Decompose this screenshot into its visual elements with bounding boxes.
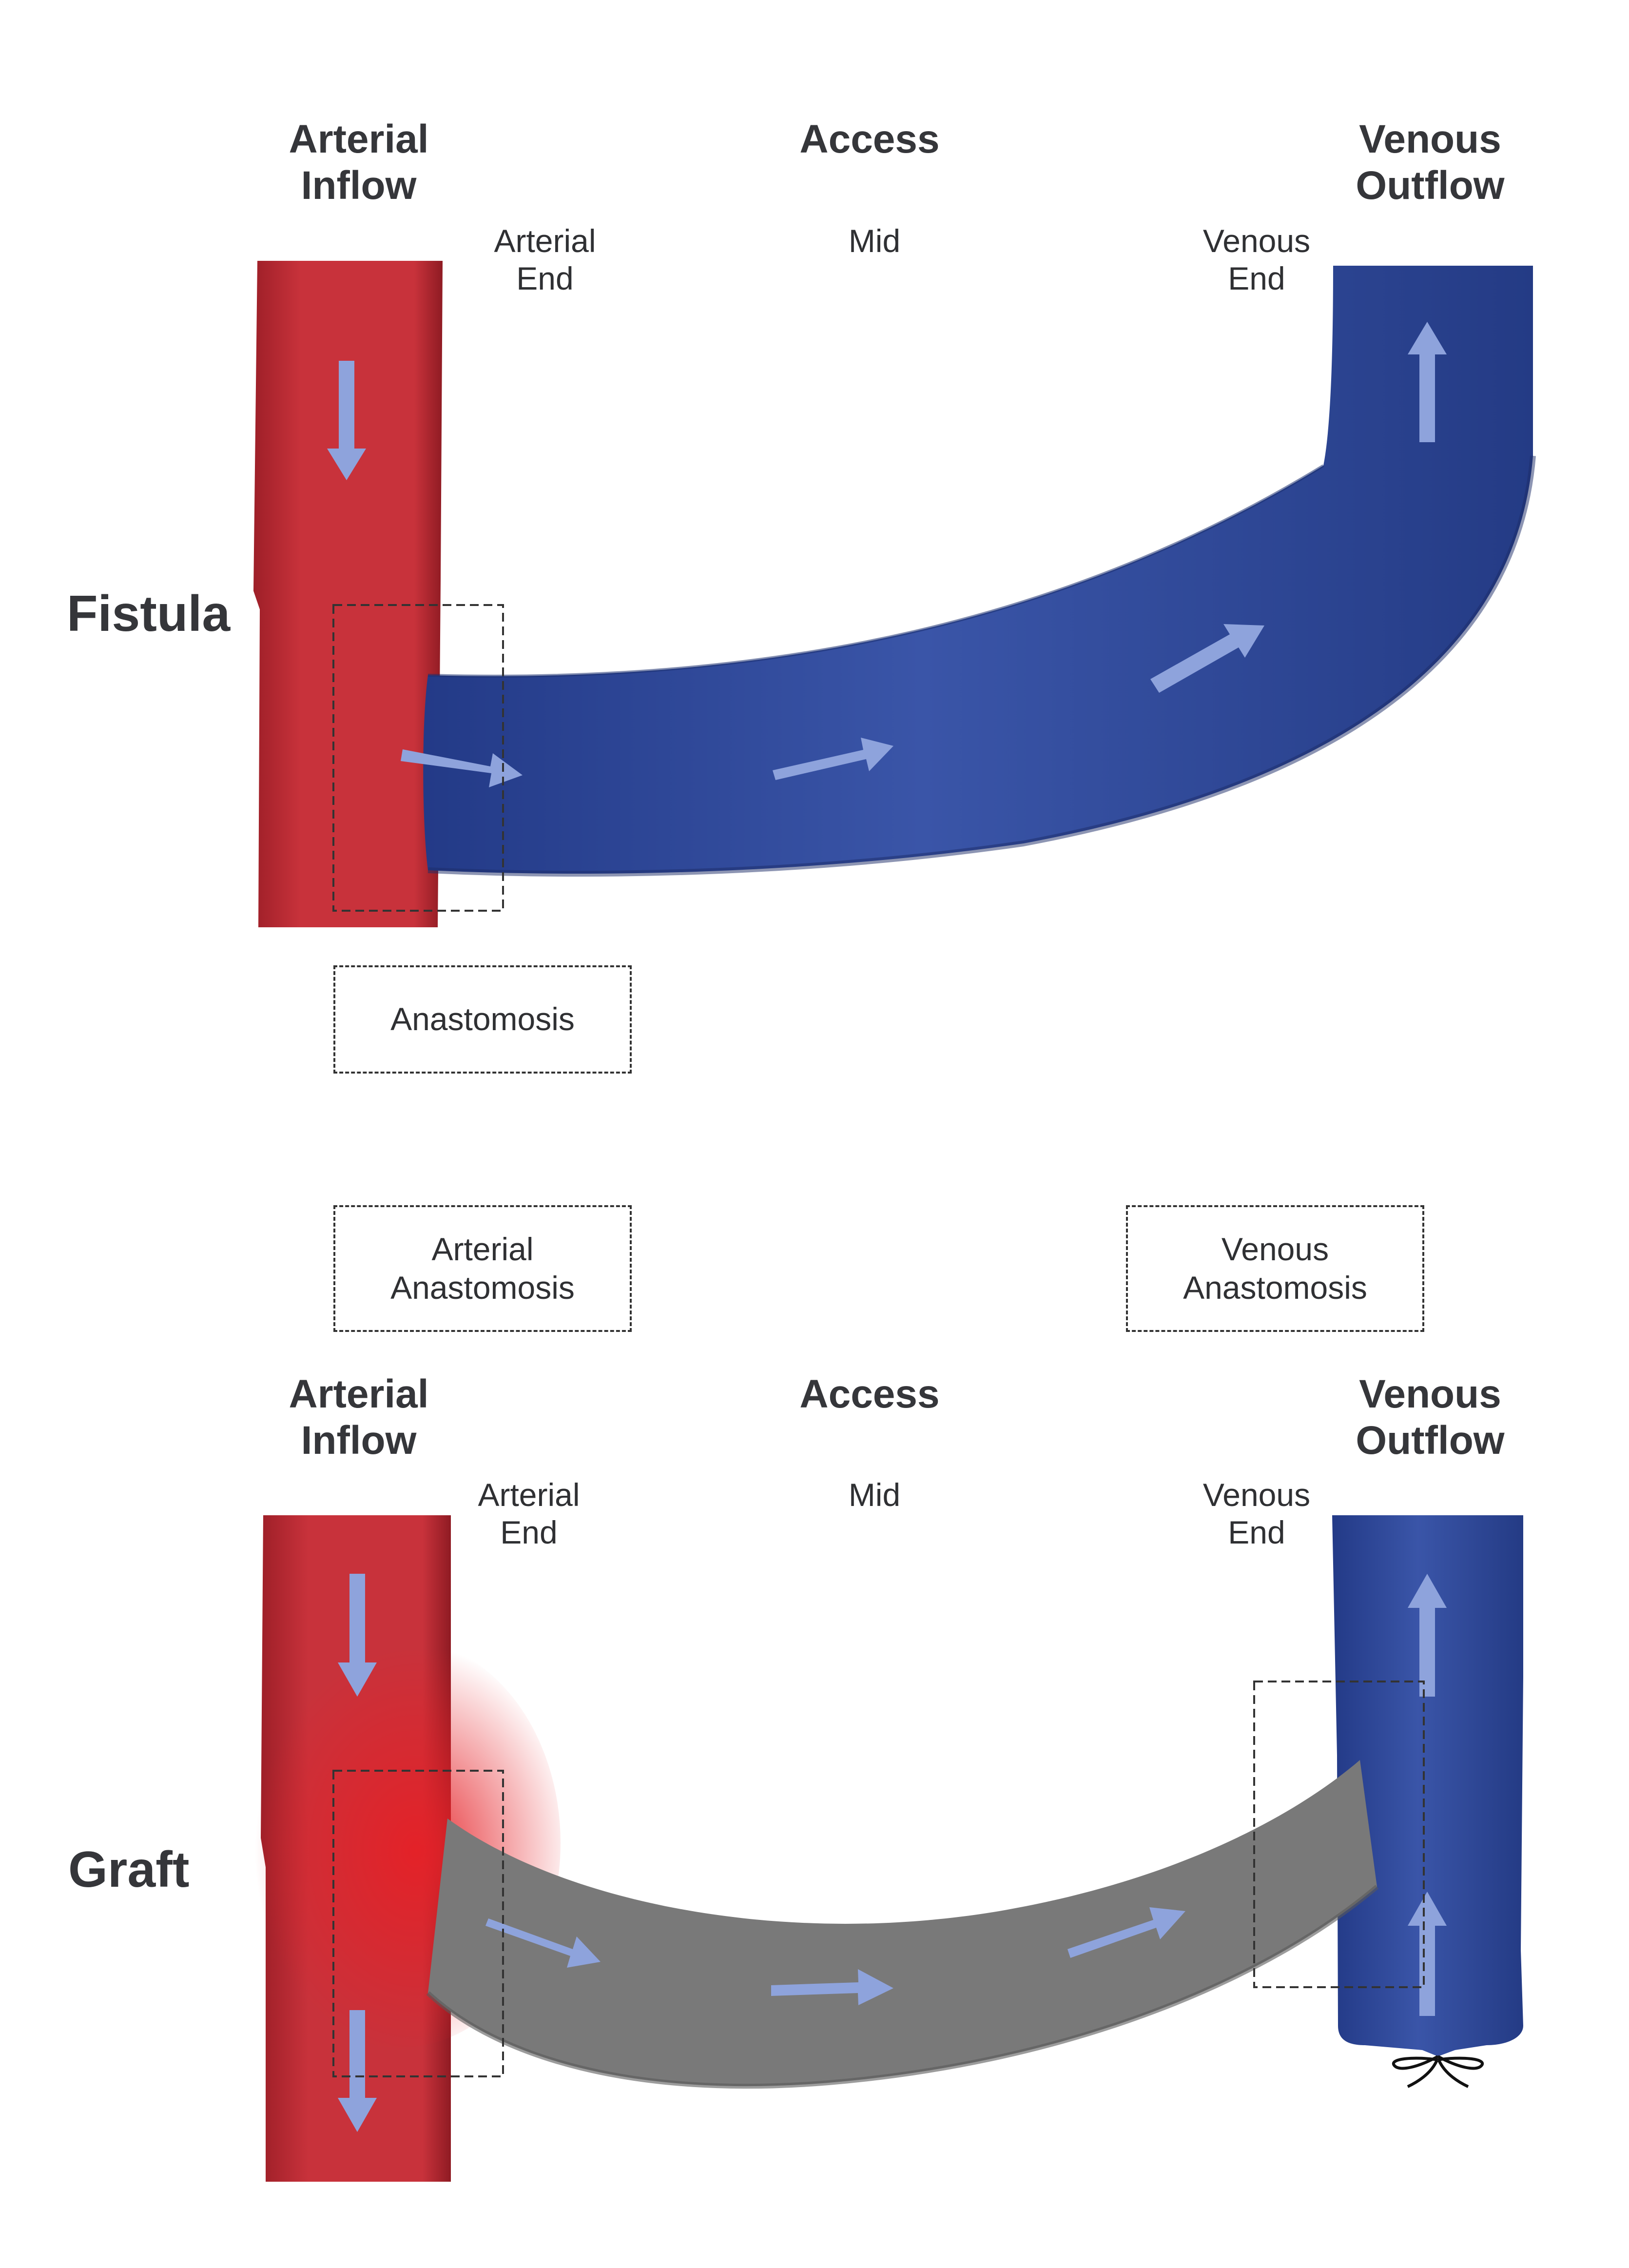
arrow-down-icon bbox=[338, 2010, 377, 2132]
graft-access-heading: Access bbox=[799, 1372, 940, 1416]
fistula-flow-arrows bbox=[327, 322, 1447, 787]
arrow-down-icon bbox=[338, 1574, 377, 1697]
arrow-right-icon bbox=[1067, 1907, 1185, 1958]
arrow-up-icon bbox=[1408, 322, 1447, 442]
arrow-right-icon bbox=[401, 749, 523, 787]
arrow-right-icon bbox=[485, 1918, 601, 1968]
fistula-mid-label: Mid bbox=[848, 223, 901, 259]
arrow-down-icon bbox=[327, 361, 366, 480]
graft-title: Graft bbox=[68, 1841, 190, 1898]
fistula-artery bbox=[253, 261, 443, 927]
fistula-vein bbox=[423, 266, 1533, 874]
fistula-anastomosis-label: Anastomosis bbox=[390, 1001, 575, 1037]
arrow-right-icon bbox=[771, 1969, 893, 2005]
arrow-up-right-icon bbox=[1150, 624, 1264, 693]
graft-venous-anastomosis-region bbox=[1253, 1681, 1425, 1988]
fistula-anastomosis-box: Anastomosis bbox=[333, 965, 632, 1074]
graft-flow-arrows bbox=[338, 1574, 1447, 2132]
graft-arterial-anastomosis-region bbox=[332, 1770, 504, 2077]
arrow-up-icon bbox=[1408, 1574, 1447, 1697]
fistula-anastomosis-region bbox=[332, 604, 504, 912]
graft-mid-label: Mid bbox=[848, 1477, 901, 1513]
arrow-right-icon bbox=[773, 738, 893, 780]
graft-tube bbox=[428, 1760, 1377, 2087]
fistula-title: Fistula bbox=[67, 586, 231, 642]
fistula-access-heading: Access bbox=[799, 117, 940, 161]
graft-vein bbox=[1332, 1515, 1523, 2056]
arrow-up-icon bbox=[1408, 1892, 1447, 2016]
ligature-icon bbox=[1392, 2055, 1484, 2088]
